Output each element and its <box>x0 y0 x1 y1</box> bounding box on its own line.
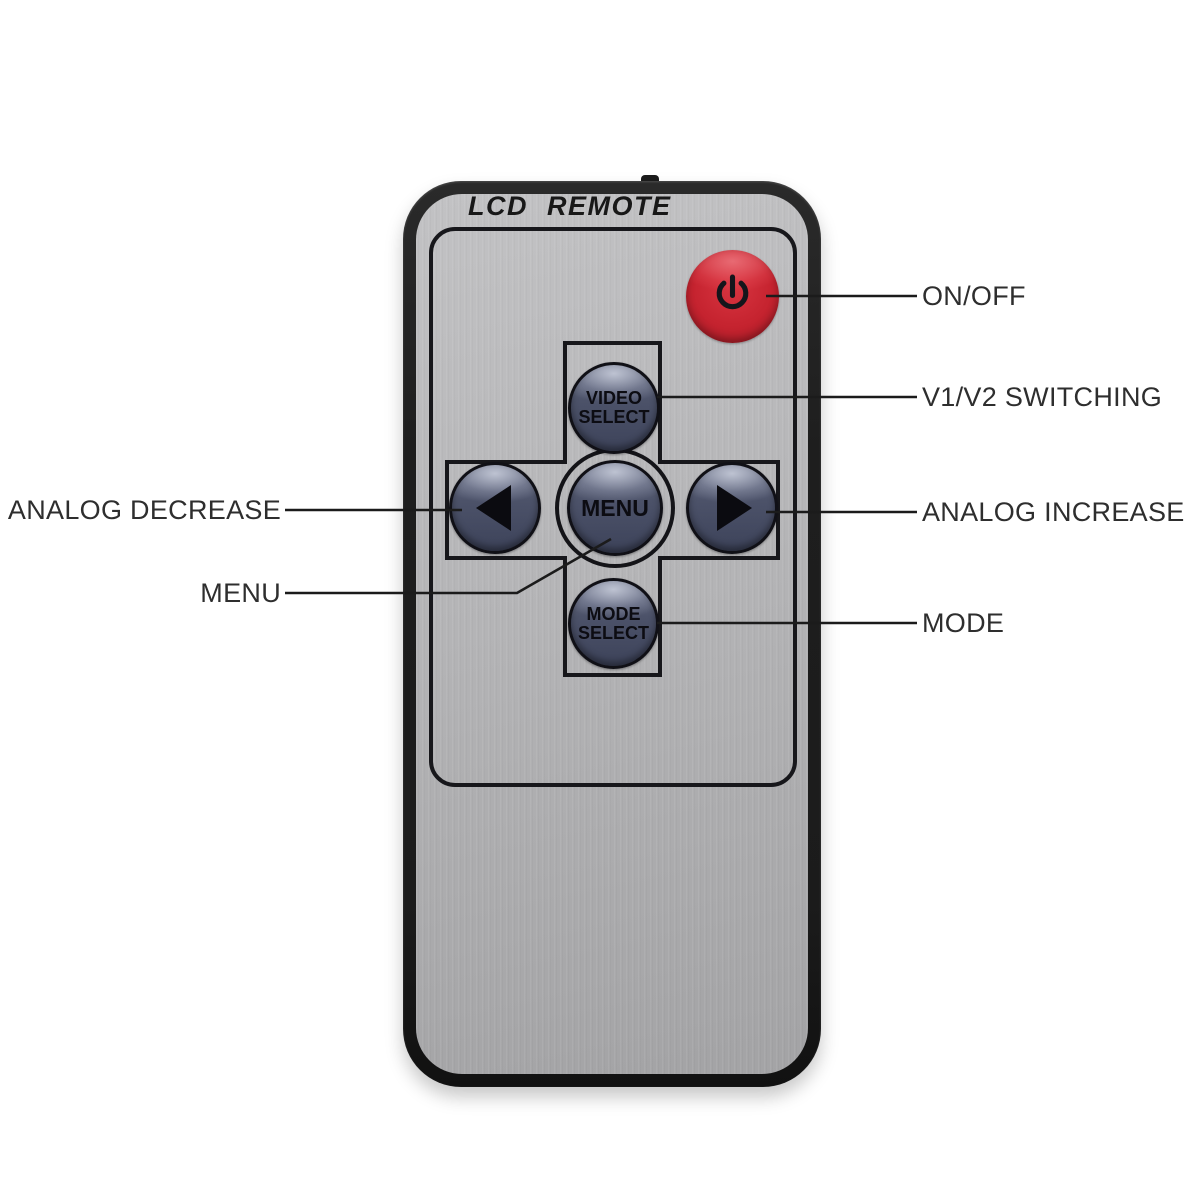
callout-label-on-off: ON/OFF <box>922 281 1026 311</box>
video-select-label-line1: VIDEO <box>585 388 642 408</box>
remote-top-nub <box>641 175 659 185</box>
power-button <box>686 250 779 343</box>
analog-decrease-button <box>449 462 541 554</box>
video-select-label-line2: SELECT <box>578 407 650 427</box>
right-arrow-icon <box>716 485 752 531</box>
left-arrow-icon <box>475 485 511 531</box>
mode-select-label-line2: SELECT <box>577 622 649 643</box>
menu-button: MENU <box>567 460 663 556</box>
mode-select-button: MODE SELECT <box>568 578 659 669</box>
mode-select-label-line1: MODE <box>586 603 641 624</box>
analog-increase-button <box>686 462 778 554</box>
video-select-button: VIDEO SELECT <box>568 362 660 454</box>
menu-button-label: MENU <box>581 495 649 521</box>
keypad-border <box>429 227 797 787</box>
callout-label-analog-decrease: ANALOG DECREASE <box>7 495 281 525</box>
power-icon <box>716 274 749 310</box>
remote-title: LCD REMOTE <box>468 191 672 221</box>
callout-label-mode: MODE <box>922 608 1005 638</box>
callout-label-v1-v2-switching: V1/V2 SWITCHING <box>922 382 1163 412</box>
callout-label-analog-increase: ANALOG INCREASE <box>922 497 1185 527</box>
callout-label-menu: MENU <box>200 578 281 608</box>
